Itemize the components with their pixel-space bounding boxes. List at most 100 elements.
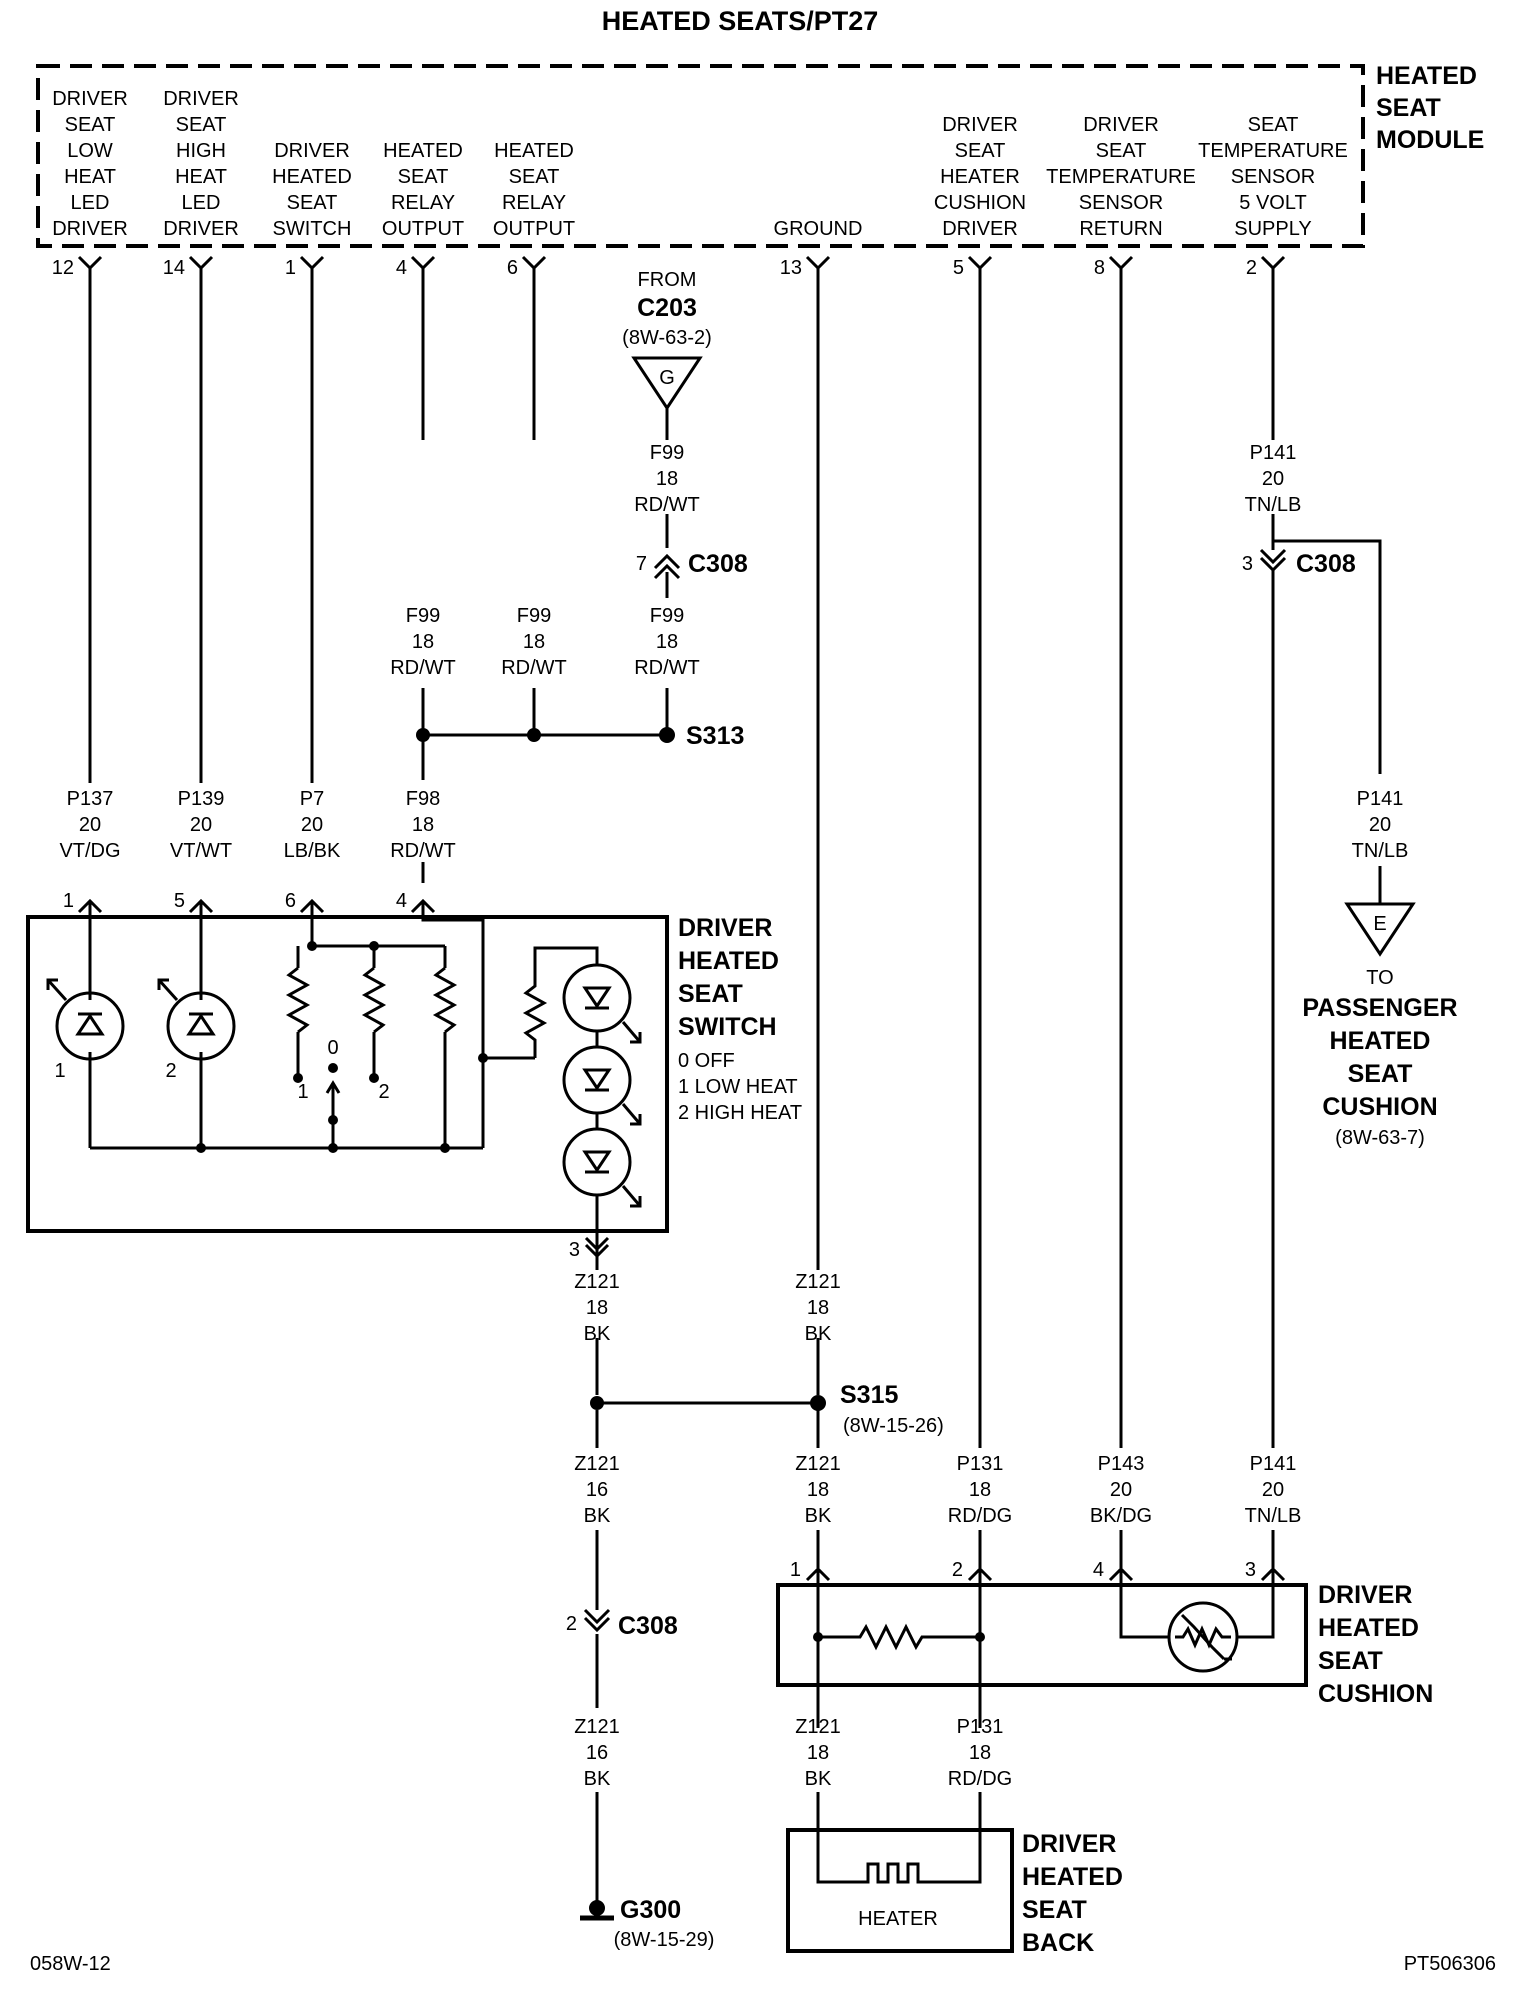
indicator-led-1: 1: [46, 978, 125, 1082]
module-pin-12-label: DRIVER SEAT LOW HEAT LED DRIVER: [52, 88, 128, 240]
module-terminal-13: [805, 255, 831, 271]
wire-label-f98: F98 18 RD/WT: [390, 788, 456, 862]
svg-text:BK/DG: BK/DG: [1090, 1505, 1152, 1527]
svg-text:SENSOR: SENSOR: [1231, 166, 1315, 188]
driver-heated-seat-switch: 1 5 6 4 1 2 0: [26, 890, 802, 1262]
svg-text:VT/DG: VT/DG: [59, 840, 120, 862]
svg-text:P141: P141: [1250, 1453, 1297, 1475]
svg-text:SEAT: SEAT: [65, 114, 116, 136]
cushion-internal-wire: [1119, 1569, 1169, 1639]
ground-ref: (8W-15-29): [614, 1929, 715, 1951]
backlight-led: [562, 963, 632, 1033]
svg-text:P139: P139: [178, 788, 225, 810]
svg-text:HEATED: HEATED: [1376, 62, 1477, 90]
module-pin-number: 4: [396, 257, 407, 279]
module-pin-1-label: DRIVER HEATED SEAT SWITCH: [272, 140, 352, 240]
svg-text:DRIVER: DRIVER: [52, 88, 128, 110]
connector-chevron: [583, 1608, 611, 1625]
svg-text:TEMPERATURE: TEMPERATURE: [1046, 166, 1196, 188]
wire-label-z121-g300: Z121 16 BK: [574, 1716, 620, 1790]
svg-text:P137: P137: [67, 788, 114, 810]
module-terminal-2: [1260, 255, 1286, 271]
wire-p141-branch: [1273, 539, 1382, 774]
wire-label-p141-top: P141 20 TN/LB: [1245, 442, 1302, 516]
switch-contact: [328, 1063, 338, 1073]
switch-contact-label: 2: [378, 1081, 389, 1103]
module-pin-number: 12: [52, 257, 74, 279]
wire-labels: F99 18 RD/WT F99 18 RD/WT F99 18 RD/WT F…: [59, 442, 1408, 1790]
svg-text:20: 20: [1262, 468, 1284, 490]
connector-chevron: [653, 553, 681, 570]
c308-pin-number: 3: [1242, 553, 1253, 575]
module-pin-2-label: SEAT TEMPERATURE SENSOR 5 VOLT SUPPLY: [1198, 114, 1348, 240]
cushion-internal-wire: [1238, 1569, 1275, 1639]
heater-label: HEATER: [858, 1908, 938, 1930]
svg-text:18: 18: [586, 1297, 608, 1319]
svg-text:5 VOLT: 5 VOLT: [1239, 192, 1306, 214]
svg-text:F99: F99: [517, 605, 551, 627]
driver-heated-seat-back: HEATER DRIVER HEATED SEAT BACK: [786, 1828, 1123, 1957]
svg-text:F99: F99: [650, 605, 684, 627]
svg-text:18: 18: [656, 468, 678, 490]
svg-text:CUSHION: CUSHION: [1318, 1680, 1433, 1708]
svg-text:SEAT: SEAT: [176, 114, 227, 136]
seat-back-housing: [786, 1828, 1014, 1953]
svg-text:RD/DG: RD/DG: [948, 1505, 1012, 1527]
svg-text:Z121: Z121: [795, 1271, 841, 1293]
to-passenger-heated-seat-cushion: E TO PASSENGER HEATED SEAT CUSHION (8W-6…: [1302, 902, 1458, 1149]
svg-text:P141: P141: [1357, 788, 1404, 810]
svg-text:RD/WT: RD/WT: [634, 657, 700, 679]
wire-label-z121-back: Z121 18 BK: [795, 1716, 841, 1790]
svg-text:CUSHION: CUSHION: [934, 192, 1026, 214]
svg-text:P131: P131: [957, 1716, 1004, 1738]
svg-text:BK: BK: [805, 1323, 832, 1345]
svg-text:HIGH: HIGH: [176, 140, 226, 162]
module-terminal-8: [1108, 255, 1134, 271]
wire-label-f99-c: F99 18 RD/WT: [634, 605, 700, 679]
svg-text:SEAT: SEAT: [1318, 1647, 1383, 1675]
switch-positions: 0 OFF 1 LOW HEAT 2 HIGH HEAT: [678, 1050, 802, 1124]
ground-g300: G300 (8W-15-29): [580, 1896, 714, 1951]
svg-text:HEATED: HEATED: [1318, 1614, 1419, 1642]
svg-text:HEATED: HEATED: [494, 140, 574, 162]
svg-text:SENSOR: SENSOR: [1079, 192, 1163, 214]
c308-pin-number: 2: [566, 1613, 577, 1635]
svg-text:HEATER: HEATER: [940, 166, 1020, 188]
cushion-housing: [776, 1583, 1308, 1687]
svg-text:SEAT: SEAT: [678, 980, 743, 1008]
connector-triangle-g: [631, 356, 703, 411]
svg-text:BK: BK: [584, 1505, 611, 1527]
module-pin-number: 13: [780, 257, 802, 279]
resistor-led: [522, 946, 599, 1058]
wire-label-p131: P131 18 RD/DG: [948, 1453, 1012, 1527]
wire-label-p139: P139 20 VT/WT: [170, 788, 232, 862]
svg-text:PASSENGER: PASSENGER: [1302, 994, 1457, 1022]
svg-text:DRIVER: DRIVER: [52, 218, 128, 240]
module-pin-number: 2: [1246, 257, 1257, 279]
svg-text:DRIVER: DRIVER: [163, 218, 239, 240]
svg-text:Z121: Z121: [795, 1453, 841, 1475]
connector-triangle-e: [1344, 902, 1416, 957]
c308-z121: 2 C308: [566, 1608, 678, 1640]
svg-text:TEMPERATURE: TEMPERATURE: [1198, 140, 1348, 162]
passenger-name: PASSENGER HEATED SEAT CUSHION: [1302, 994, 1457, 1121]
splice-s313-dot: [659, 727, 675, 743]
svg-text:BK: BK: [584, 1323, 611, 1345]
switch-pin-number: 6: [285, 890, 296, 912]
svg-text:RELAY: RELAY: [502, 192, 566, 214]
module-pin-8-label: DRIVER SEAT TEMPERATURE SENSOR RETURN: [1046, 114, 1196, 240]
svg-text:F98: F98: [406, 788, 440, 810]
svg-text:VT/WT: VT/WT: [170, 840, 232, 862]
module-pin-number: 14: [163, 257, 185, 279]
connector-chevron: [653, 563, 681, 580]
c308-pin-number: 7: [636, 553, 647, 575]
svg-text:HEATED: HEATED: [383, 140, 463, 162]
svg-text:TN/LB: TN/LB: [1245, 1505, 1302, 1527]
svg-text:SEAT: SEAT: [398, 166, 449, 188]
svg-text:18: 18: [969, 1479, 991, 1501]
c203-label: C203: [637, 294, 697, 322]
wires: S313 S315 (8W-15-26): [88, 268, 1382, 1908]
switch-housing: [26, 915, 669, 1233]
svg-text:20: 20: [301, 814, 323, 836]
